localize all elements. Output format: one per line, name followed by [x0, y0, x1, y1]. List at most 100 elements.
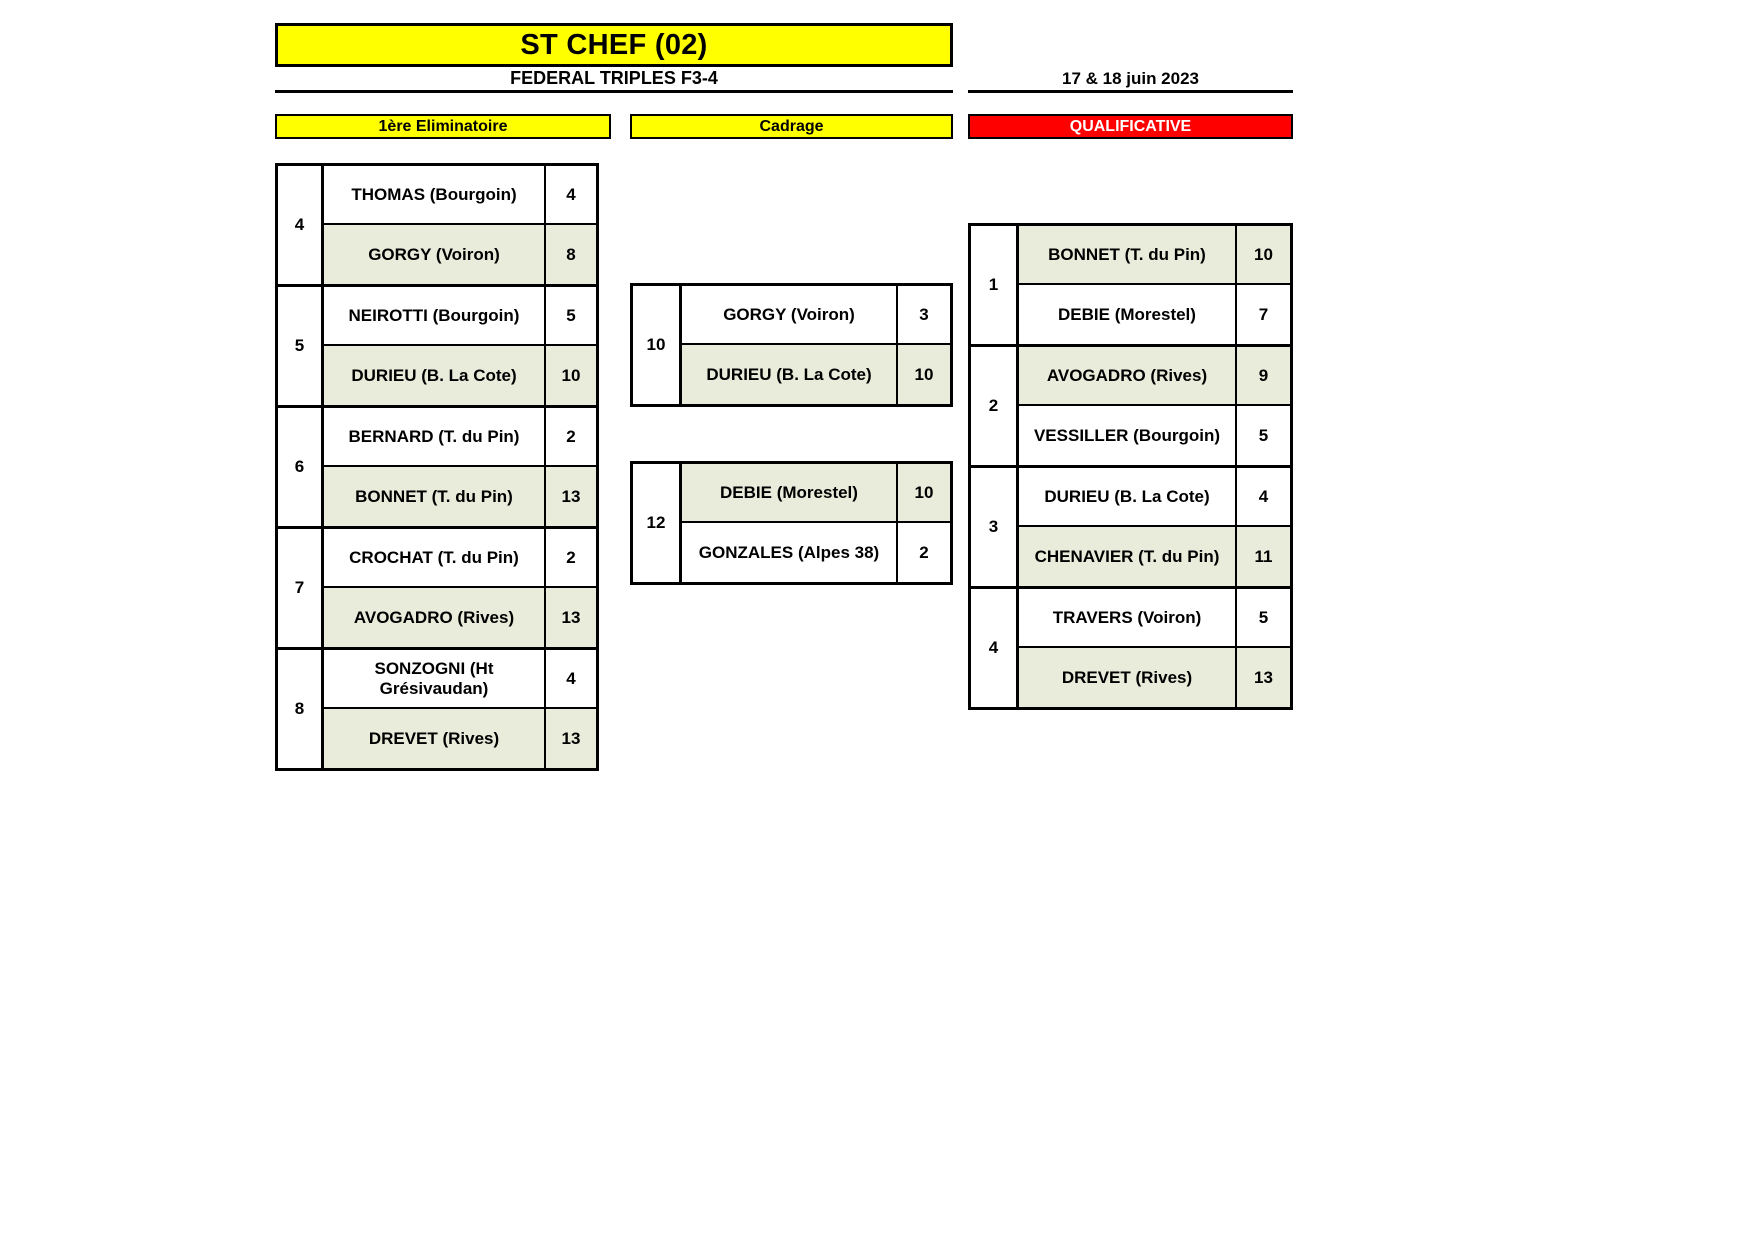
match-number: 4 [278, 166, 324, 284]
match-row: CHENAVIER (T. du Pin)11 [1019, 527, 1290, 586]
match-row: BONNET (T. du Pin)10 [1019, 226, 1290, 285]
match-row: NEIROTTI (Bourgoin)5 [324, 287, 596, 346]
match-row: BONNET (T. du Pin)13 [324, 467, 596, 526]
player-name: GORGY (Voiron) [682, 286, 898, 343]
player-name: DURIEU (B. La Cote) [682, 345, 898, 404]
player-score: 13 [1237, 648, 1290, 707]
section-header-cadrage-label: Cadrage [759, 117, 824, 135]
player-name: BONNET (T. du Pin) [1019, 226, 1237, 283]
competition-date: 17 & 18 juin 2023 [1061, 68, 1200, 88]
match-number: 4 [971, 589, 1019, 707]
match-number: 6 [278, 408, 324, 526]
player-name: DURIEU (B. La Cote) [1019, 468, 1237, 525]
match-row: AVOGADRO (Rives)9 [1019, 347, 1290, 406]
player-score: 10 [1237, 226, 1290, 283]
player-score: 4 [1237, 468, 1290, 525]
player-name: TRAVERS (Voiron) [1019, 589, 1237, 646]
player-name: DURIEU (B. La Cote) [324, 346, 546, 405]
match-number: 12 [633, 464, 682, 582]
match-row: AVOGADRO (Rives)13 [324, 588, 596, 647]
player-score: 7 [1237, 285, 1290, 344]
player-score: 9 [1237, 347, 1290, 404]
match-number: 1 [971, 226, 1019, 344]
match-row: DEBIE (Morestel)7 [1019, 285, 1290, 344]
match-number: 7 [278, 529, 324, 647]
player-score: 13 [546, 588, 596, 647]
player-score: 5 [1237, 406, 1290, 465]
player-score: 4 [546, 166, 596, 223]
section-header-elimination-label: 1ère Eliminatoire [378, 117, 508, 135]
match-row: GONZALES (Alpes 38)2 [682, 523, 950, 582]
match-number: 10 [633, 286, 682, 404]
player-score: 11 [1237, 527, 1290, 586]
player-score: 4 [546, 650, 596, 707]
match-row: DREVET (Rives)13 [324, 709, 596, 768]
player-name: THOMAS (Bourgoin) [324, 166, 546, 223]
player-score: 2 [546, 529, 596, 586]
player-name: SONZOGNI (Ht Grésivaudan) [324, 650, 546, 707]
match-row: CROCHAT (T. du Pin)2 [324, 529, 596, 588]
page-title: ST CHEF (02) [520, 28, 708, 61]
player-score: 5 [1237, 589, 1290, 646]
player-score: 2 [546, 408, 596, 465]
section-header-qualificative: QUALIFICATIVE [968, 114, 1293, 139]
player-name: VESSILLER (Bourgoin) [1019, 406, 1237, 465]
match-row: DREVET (Rives)13 [1019, 648, 1290, 707]
section-header-cadrage: Cadrage [630, 114, 953, 139]
player-name: GONZALES (Alpes 38) [682, 523, 898, 582]
competition-subtitle: FEDERAL TRIPLES F3-4 [510, 68, 718, 88]
player-name: CROCHAT (T. du Pin) [324, 529, 546, 586]
player-score: 10 [898, 464, 950, 521]
match-row: GORGY (Voiron)8 [324, 225, 596, 284]
match-number: 3 [971, 468, 1019, 586]
player-name: BERNARD (T. du Pin) [324, 408, 546, 465]
section-header-qualificative-label: QUALIFICATIVE [1069, 117, 1192, 135]
match-row: DURIEU (B. La Cote)10 [324, 346, 596, 405]
player-name: DEBIE (Morestel) [682, 464, 898, 521]
player-name: DREVET (Rives) [1019, 648, 1237, 707]
player-name: NEIROTTI (Bourgoin) [324, 287, 546, 344]
player-name: BONNET (T. du Pin) [324, 467, 546, 526]
match-row: GORGY (Voiron)3 [682, 286, 950, 345]
match-number: 8 [278, 650, 324, 768]
player-name: GORGY (Voiron) [324, 225, 546, 284]
match-row: THOMAS (Bourgoin)4 [324, 166, 596, 225]
match-row: VESSILLER (Bourgoin)5 [1019, 406, 1290, 465]
player-name: CHENAVIER (T. du Pin) [1019, 527, 1237, 586]
match-row: SONZOGNI (Ht Grésivaudan)4 [324, 650, 596, 709]
player-name: AVOGADRO (Rives) [1019, 347, 1237, 404]
player-score: 8 [546, 225, 596, 284]
player-score: 2 [898, 523, 950, 582]
match-number: 2 [971, 347, 1019, 465]
match-row: DURIEU (B. La Cote)4 [1019, 468, 1290, 527]
player-score: 3 [898, 286, 950, 343]
player-score: 5 [546, 287, 596, 344]
player-score: 13 [546, 467, 596, 526]
competition-subtitle-row: FEDERAL TRIPLES F3-4 [275, 67, 953, 93]
match-row: DURIEU (B. La Cote)10 [682, 345, 950, 404]
player-score: 10 [898, 345, 950, 404]
competition-date-row: 17 & 18 juin 2023 [968, 67, 1293, 93]
